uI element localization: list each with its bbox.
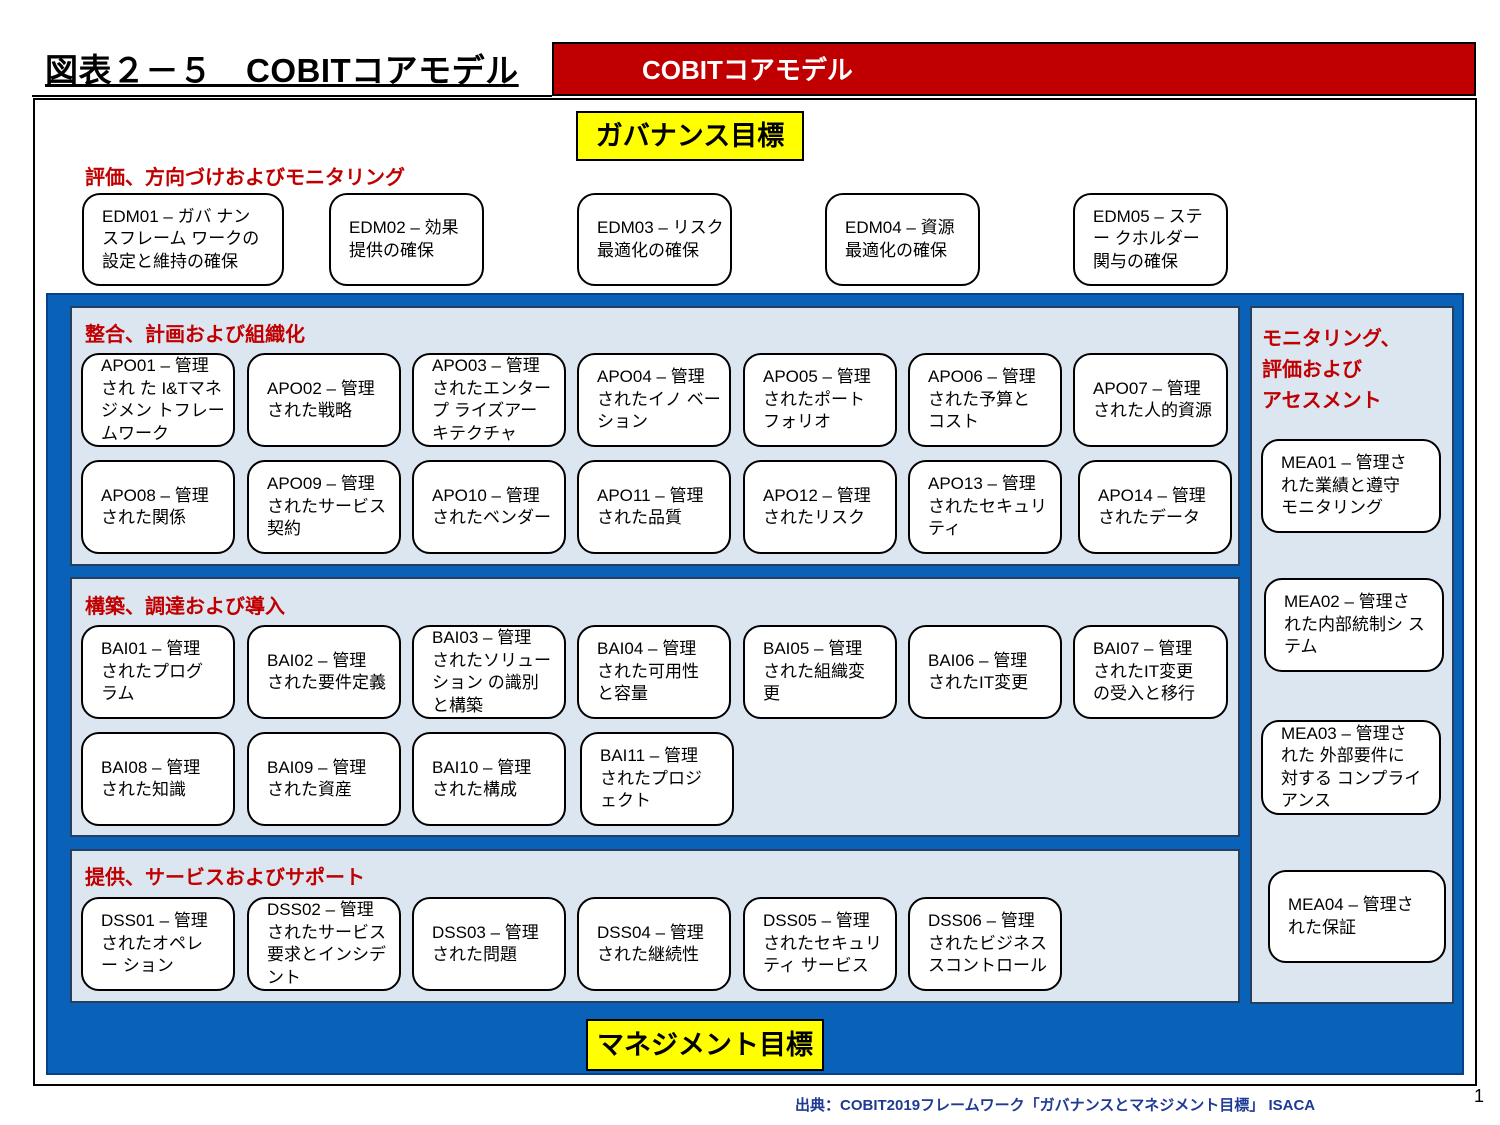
- apo08-box: APO08 – 管理 された関係: [81, 460, 235, 554]
- apo03-box: APO03 – 管理 されたエンター プ ライズアー キテクチャ: [412, 353, 566, 447]
- dss03-box: DSS03 – 管理 された問題: [412, 897, 566, 991]
- mea-domain-heading: モニタリング、 評価および アセスメント: [1262, 328, 1401, 412]
- bai03-box: BAI03 – 管理 されたソリュー ション の識別 と構築: [412, 625, 566, 719]
- management-objectives-label: マネジメント目標: [586, 1019, 824, 1071]
- bai09-box: BAI09 – 管理 された資産: [247, 732, 401, 826]
- dss-domain-heading: 提供、サービスおよびサポート: [85, 867, 365, 889]
- apo10-box: APO10 – 管理 されたベンダー: [412, 460, 566, 554]
- title-underline-rule: [32, 95, 552, 97]
- apo14-box: APO14 – 管理 されたデータ: [1078, 460, 1232, 554]
- bai05-box: BAI05 – 管理 された組織変 更: [743, 625, 897, 719]
- page-number: 1: [1474, 1086, 1485, 1106]
- diagram-frame: [33, 98, 1477, 1086]
- apo13-box: APO13 – 管理 されたセキュリ ティ: [908, 460, 1062, 554]
- bai02-box: BAI02 – 管理 された要件定義: [247, 625, 401, 719]
- governance-objectives-label: ガバナンス目標: [576, 111, 804, 161]
- bai01-box: BAI01 – 管理 されたプログ ラム: [81, 625, 235, 719]
- bai04-box: BAI04 – 管理 された可用性 と容量: [577, 625, 731, 719]
- mea02-box: MEA02 – 管理さ れた内部統制シ ス テム: [1264, 578, 1444, 672]
- apo11-box: APO11 – 管理 された品質: [577, 460, 731, 554]
- dss06-box: DSS06 – 管理 されたビジネス スコントロール: [908, 897, 1062, 991]
- bai10-box: BAI10 – 管理 された構成: [412, 732, 566, 826]
- edm01-box: EDM01 – ガバ ナン スフレーム ワークの 設定と維持の確保: [82, 193, 284, 286]
- edm02-box: EDM02 – 効果 提供の確保: [329, 193, 484, 286]
- edm05-box: EDM05 – ステ ー クホルダー 関与の確保: [1073, 193, 1228, 286]
- title-banner: COBITコアモデル: [552, 42, 1476, 96]
- apo06-box: APO06 – 管理 された予算と コスト: [908, 353, 1062, 447]
- apo01-box: APO01 – 管理 され た I&Tマネ ジメン トフレー ムワーク: [81, 353, 235, 447]
- mea03-box: MEA03 – 管理さ れた 外部要件に 対する コンプライ アンス: [1261, 720, 1441, 815]
- apo05-box: APO05 – 管理 されたポート フォリオ: [743, 353, 897, 447]
- dss01-box: DSS01 – 管理 されたオペレ ー ション: [81, 897, 235, 991]
- mea01-box: MEA01 – 管理さ れた業績と遵守 モニタリング: [1261, 439, 1441, 533]
- bai-domain-heading: 構築、調達および導入: [85, 596, 285, 618]
- edm03-box: EDM03 – リスク 最適化の確保: [577, 193, 732, 286]
- edm-domain-heading: 評価、方向づけおよびモニタリング: [85, 167, 405, 189]
- figure-title: 図表２－５ COBITコアモデル: [45, 52, 519, 89]
- dss05-box: DSS05 – 管理 されたセキュリ ティ サービス: [743, 897, 897, 991]
- apo-domain-heading: 整合、計画および組織化: [85, 324, 305, 346]
- edm04-box: EDM04 – 資源 最適化の確保: [825, 193, 980, 286]
- dss02-box: DSS02 – 管理 されたサービス 要求とインシデ ント: [247, 897, 401, 991]
- apo02-box: APO02 – 管理 された戦略: [247, 353, 401, 447]
- bai06-box: BAI06 – 管理 されたIT変更: [908, 625, 1062, 719]
- apo12-box: APO12 – 管理 されたリスク: [743, 460, 897, 554]
- apo09-box: APO09 – 管理 されたサービス 契約: [247, 460, 401, 554]
- bai08-box: BAI08 – 管理 された知識: [81, 732, 235, 826]
- mea04-box: MEA04 – 管理さ れた保証: [1268, 870, 1446, 963]
- dss04-box: DSS04 – 管理 された継続性: [577, 897, 731, 991]
- bai07-box: BAI07 – 管理 されたIT変更 の受入と移行: [1073, 625, 1228, 719]
- bai11-box: BAI11 – 管理 されたプロジ ェクト: [580, 732, 734, 826]
- apo07-box: APO07 – 管理 された人的資源: [1073, 353, 1228, 447]
- source-citation: 出典：COBIT2019フレームワーク「ガバナンスとマネジメント目標」 ISAC…: [795, 1097, 1316, 1114]
- apo04-box: APO04 – 管理 されたイノ ベー ション: [577, 353, 731, 447]
